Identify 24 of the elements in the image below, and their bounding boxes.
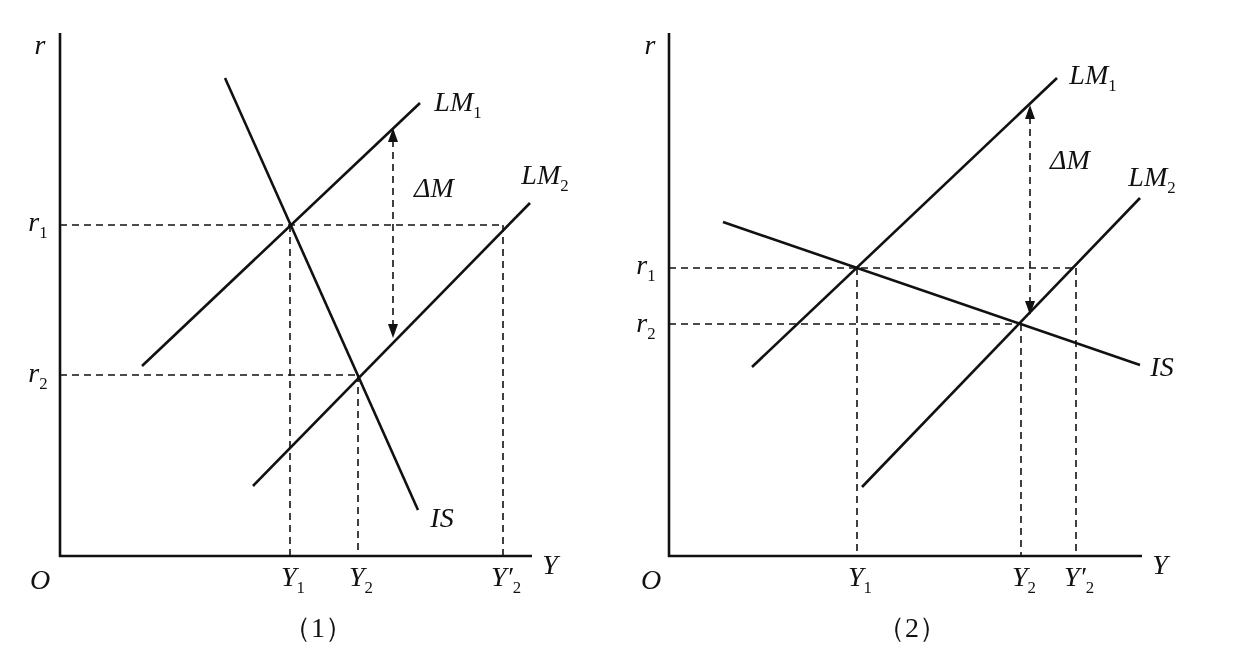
tick-label: Y′$_{2}$ — [1063, 563, 1095, 597]
tick-label: Y$_{2}$ — [349, 563, 373, 597]
curve-label: LM$_{2}$ — [1128, 163, 1176, 197]
origin-label: O — [640, 566, 662, 594]
panel-caption: （2） — [877, 614, 947, 642]
tick-label: Y$_{1}$ — [848, 563, 872, 597]
tick-label: Y$_{1}$ — [281, 563, 305, 597]
tick-label: r$_{1}$ — [28, 208, 48, 242]
curve-label: LM$_{1}$ — [1069, 61, 1117, 95]
curve-label: IS — [1150, 353, 1174, 381]
axis-label: r — [34, 31, 46, 59]
curve-label: IS — [430, 504, 454, 532]
panel-caption: （1） — [283, 614, 353, 642]
origin-label: O — [29, 566, 51, 594]
tick-label: Y$_{2}$ — [1012, 563, 1036, 597]
tick-label: Y′$_{2}$ — [490, 563, 522, 597]
tick-label: r$_{2}$ — [28, 359, 48, 393]
curve-label: LM$_{1}$ — [434, 88, 482, 122]
measure-label: ΔM — [414, 174, 454, 202]
tick-label: r$_{2}$ — [636, 309, 656, 343]
curve-label: LM$_{2}$ — [521, 161, 569, 195]
measure-label: ΔM — [1050, 146, 1090, 174]
tick-label: r$_{1}$ — [636, 251, 656, 285]
axis-label: r — [644, 31, 656, 59]
